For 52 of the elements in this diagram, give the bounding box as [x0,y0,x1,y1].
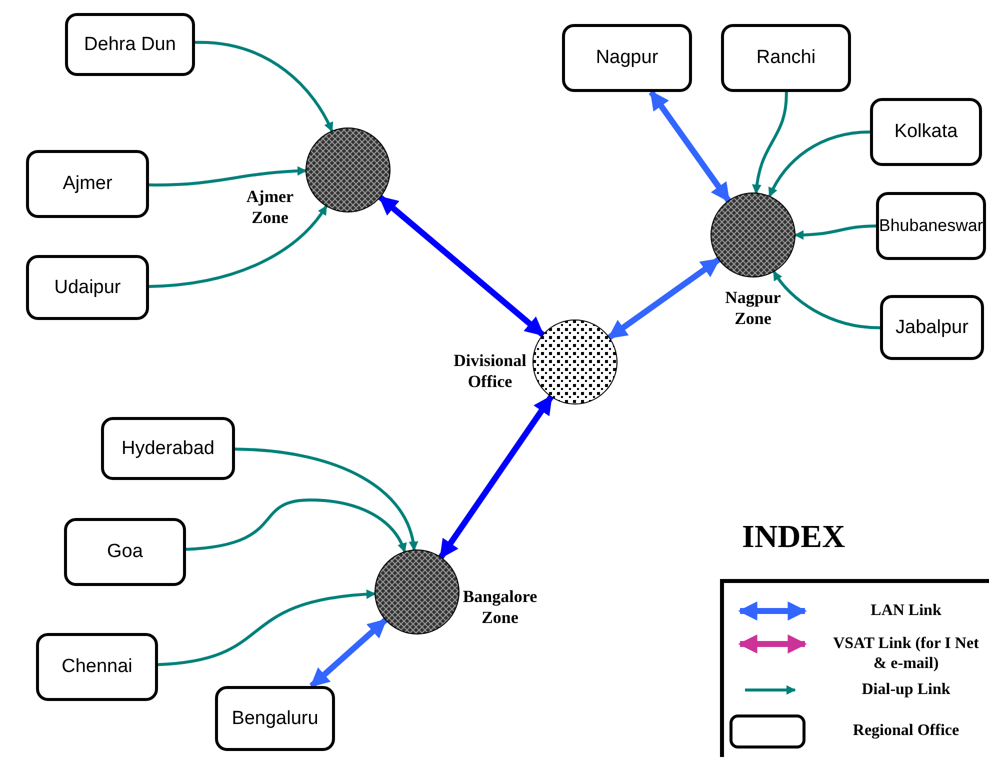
office-name: Bengaluru [232,708,318,730]
office-box [215,686,335,751]
arrow [772,270,880,330]
arrow [158,590,376,666]
arrow [752,92,788,194]
legend-text: LAN Link [870,601,942,621]
office-name: Ranchi [756,47,816,69]
arrow [648,90,732,203]
office-name: Nagpur [596,47,658,69]
legend-text: Regional Office [852,721,960,741]
arrow [149,166,307,186]
office-box [880,295,984,360]
office-name: Kolkata [894,121,958,143]
office-circle [374,549,460,635]
office-name: Udaipur [54,276,121,298]
arrow [607,256,721,340]
legend-heading: INDEX [742,518,846,555]
office-box [26,150,149,218]
arrow [794,224,876,240]
arrow [194,40,334,132]
zone-label: Nagpur Zone [724,287,782,329]
office-box [876,192,986,260]
office-box [26,255,149,320]
office-box [65,13,195,76]
arrow [438,394,554,560]
arrow [234,448,418,552]
office-name: Dehra Dun [84,34,176,56]
office-name: Goa [107,541,143,563]
zone-label: Ajmer Zone [245,186,295,228]
office-name: Hyderabad [122,438,214,460]
office-circle [710,192,796,278]
office-name: Jabalpur [896,316,968,338]
office-box [36,633,158,701]
office-box [721,24,851,92]
legend-text: Dial-up Link [860,680,952,700]
arrow [309,618,388,688]
office-circle [305,127,391,213]
office-name: Ajmer [62,173,112,195]
office-box [562,24,692,92]
office-name: Chennai [62,656,132,678]
legend-text: VSAT Link (for I Net & e-mail) [832,634,980,674]
office-name: Bhubaneswar [879,216,983,236]
zone-label: Bangalore Zone [462,586,538,628]
arrow [148,205,328,288]
office-circle [532,319,618,405]
arrow [186,498,406,553]
office-box [101,417,235,480]
zone-label: Divisional Office [452,350,528,392]
arrow [378,194,545,338]
office-box [64,518,186,586]
office-box [870,98,982,166]
arrow [768,130,870,198]
